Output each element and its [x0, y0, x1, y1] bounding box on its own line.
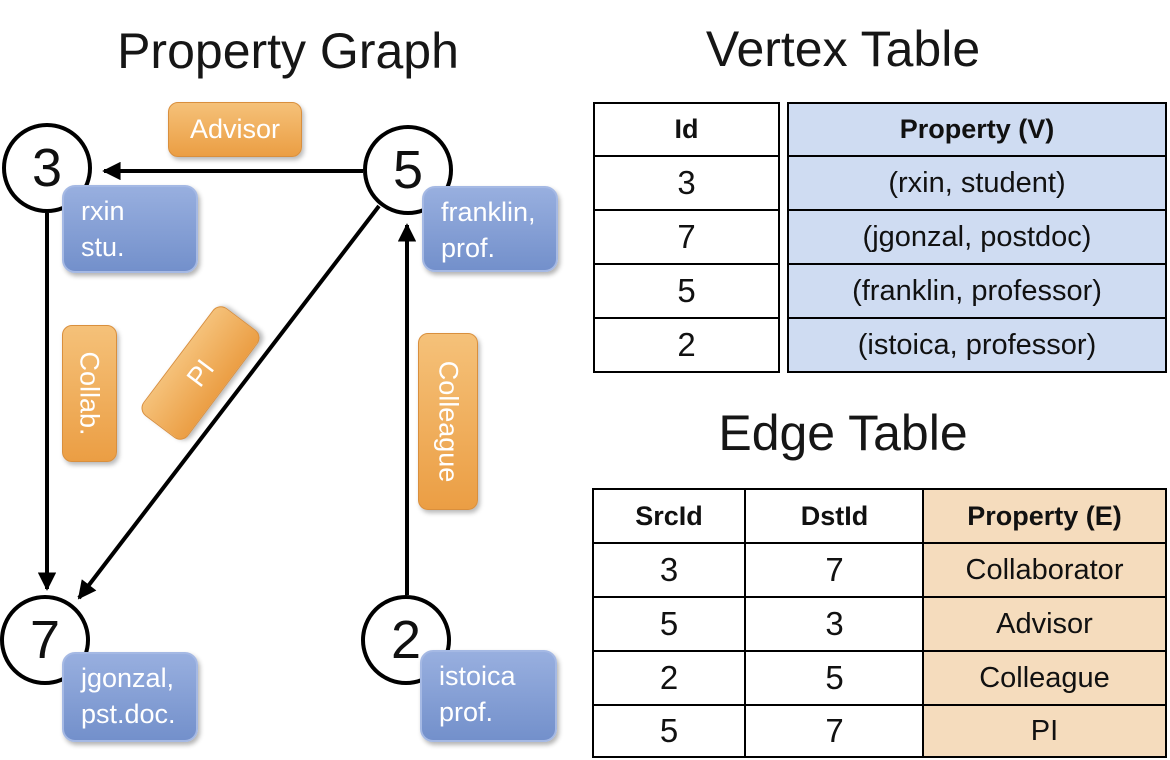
edge-label-collab: Collab.: [62, 325, 117, 462]
vertex-table-row-property: (istoica, professor): [787, 317, 1167, 373]
edge-table-row-property: Collaborator: [922, 542, 1167, 598]
edge-table-row-dstid: 5: [744, 650, 925, 706]
vertex-table-row-id: 2: [593, 317, 780, 373]
vertex-3-property-box: rxin stu.: [62, 185, 198, 273]
vertex-table-row-property: (jgonzal, postdoc): [787, 209, 1167, 265]
vertex-table-id-column: Id 3 7 5 2: [593, 102, 780, 373]
vertex-table-row-id: 3: [593, 155, 780, 211]
vertex-node-2-id: 2: [390, 610, 422, 670]
vertex-2-property-box: istoica prof.: [420, 650, 557, 742]
edge-table-row-dstid: 7: [744, 542, 925, 598]
edge-5-to-7-pi: [77, 204, 381, 600]
edge-table-title: Edge Table: [718, 405, 968, 461]
vertex-2-property-line1: istoica: [439, 661, 516, 691]
vertex-table-row-property: (rxin, student): [787, 155, 1167, 211]
edge-label-advisor: Advisor: [168, 102, 302, 157]
vertex-5-property-line2: prof.: [441, 233, 496, 263]
edge-table-row-property: PI: [922, 704, 1167, 758]
vertex-node-3-id: 3: [31, 138, 63, 198]
edge-table-id-columns: SrcId DstId 3 7 5 3 2 5 5 7: [592, 488, 925, 758]
edge-table-row-srcid: 5: [592, 596, 746, 652]
vertex-node-2: 2: [361, 595, 451, 685]
edge-label-collab-text: Collab.: [75, 351, 106, 436]
vertex-5-property-box: franklin, prof.: [422, 186, 558, 272]
vertex-3-property-line1: rxin: [81, 196, 125, 226]
vertex-node-5-id: 5: [392, 140, 424, 200]
edge-label-colleague-text: Colleague: [433, 360, 464, 483]
vertex-table-row-property: (franklin, professor): [787, 263, 1167, 319]
edge-table-row-srcid: 5: [592, 704, 746, 758]
vertex-table-row-id: 5: [593, 263, 780, 319]
edge-label-colleague: Colleague: [418, 333, 478, 510]
edge-label-pi-text: PI: [180, 353, 220, 392]
vertex-table-title: Vertex Table: [705, 21, 981, 77]
vertex-5-property-line1: franklin,: [441, 197, 536, 227]
edge-table-row-srcid: 3: [592, 542, 746, 598]
vertex-3-property-line2: stu.: [81, 232, 125, 262]
edge-table-header-dstid: DstId: [744, 488, 925, 544]
property-graph-title: Property Graph: [117, 23, 459, 79]
edge-table-row-property: Advisor: [922, 596, 1167, 652]
edge-table-row-dstid: 7: [744, 704, 925, 758]
vertex-table-header-property: Property (V): [787, 102, 1167, 157]
edge-table-row-srcid: 2: [592, 650, 746, 706]
vertex-table-row-id: 7: [593, 209, 780, 265]
vertex-2-property-line2: prof.: [439, 697, 494, 727]
edge-table-header-srcid: SrcId: [592, 488, 746, 544]
vertex-7-property-box: jgonzal, pst.doc.: [62, 652, 198, 742]
vertex-7-property-line1: jgonzal,: [81, 663, 175, 693]
vertex-node-7-id: 7: [29, 610, 61, 670]
vertex-7-property-line2: pst.doc.: [81, 699, 176, 729]
edge-table-row-dstid: 3: [744, 596, 925, 652]
vertex-node-5: 5: [363, 125, 453, 215]
vertex-table-property-column: Property (V) (rxin, student) (jgonzal, p…: [787, 102, 1167, 373]
edge-table-row-property: Colleague: [922, 650, 1167, 706]
edge-table-property-column: Property (E) Collaborator Advisor Collea…: [922, 488, 1167, 758]
vertex-table-header-id: Id: [593, 102, 780, 157]
edge-table-header-property: Property (E): [922, 488, 1167, 544]
edge-label-advisor-text: Advisor: [189, 114, 281, 144]
